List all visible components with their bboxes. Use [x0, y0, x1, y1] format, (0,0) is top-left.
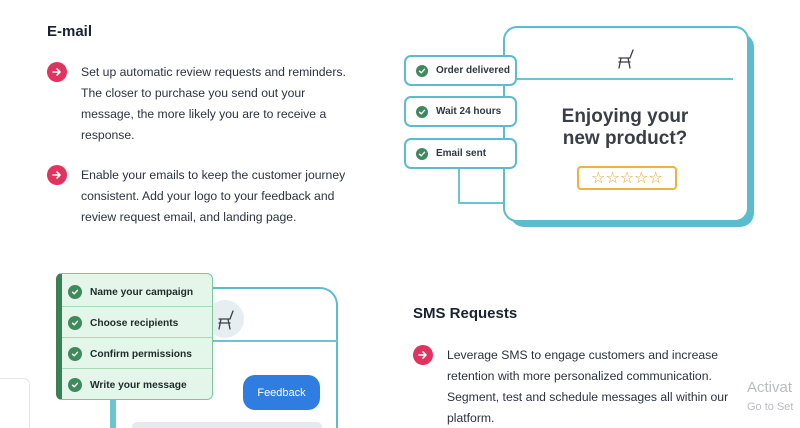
step-divider: [62, 368, 212, 369]
check-icon: [68, 316, 82, 330]
step-write-message: Write your message: [68, 375, 187, 395]
check-icon: [416, 147, 428, 160]
email-bullet-1: Set up automatic review requests and rem…: [47, 62, 377, 146]
card-title: Enjoying your new product?: [561, 106, 689, 149]
arrow-right-icon: [47, 165, 67, 185]
check-icon: [68, 285, 82, 299]
check-icon: [416, 105, 428, 118]
step-divider: [62, 337, 212, 338]
step-divider: [62, 306, 212, 307]
sms-bullet-1: Leverage SMS to engage customers and inc…: [413, 345, 753, 428]
step-confirm-permissions: Confirm permissions: [68, 344, 192, 364]
sms-heading: SMS Requests: [413, 305, 518, 322]
phone-side-bar: [110, 400, 116, 428]
check-icon: [68, 378, 82, 392]
partial-side-card: [0, 378, 30, 428]
email-bullet-1-text: Set up automatic review requests and rem…: [81, 65, 346, 142]
phone-divider: [112, 340, 338, 342]
arrow-right-icon: [47, 62, 67, 82]
arrow-right-icon: [413, 345, 433, 365]
email-bullet-2-text: Enable your emails to keep the customer …: [81, 168, 346, 224]
activation-watermark-sub: Go to Set: [747, 401, 794, 413]
message-placeholder: [132, 422, 322, 428]
check-icon: [416, 64, 428, 77]
pill-order-delivered: Order delivered: [404, 55, 517, 86]
chair-icon: [618, 49, 634, 69]
feedback-button[interactable]: Feedback: [243, 375, 320, 410]
check-icon: [68, 347, 82, 361]
email-heading: E-mail: [47, 23, 93, 40]
chair-icon: [218, 310, 234, 330]
email-card: Enjoying your new product? ☆☆☆☆☆: [503, 26, 749, 222]
activation-watermark: Activat: [747, 379, 793, 396]
pill-connector: [458, 166, 460, 204]
star-rating[interactable]: ☆☆☆☆☆: [577, 166, 677, 190]
step-choose-recipients: Choose recipients: [68, 313, 178, 333]
card-divider: [505, 78, 733, 80]
pill-connector: [458, 202, 506, 204]
email-bullet-2: Enable your emails to keep the customer …: [47, 165, 377, 228]
campaign-steps: Name your campaign Choose recipients Con…: [56, 273, 213, 400]
pill-wait-24-hours: Wait 24 hours: [404, 96, 517, 127]
step-name-campaign: Name your campaign: [68, 282, 193, 302]
sms-bullet-1-text: Leverage SMS to engage customers and inc…: [447, 348, 729, 425]
pill-email-sent: Email sent: [404, 138, 517, 169]
